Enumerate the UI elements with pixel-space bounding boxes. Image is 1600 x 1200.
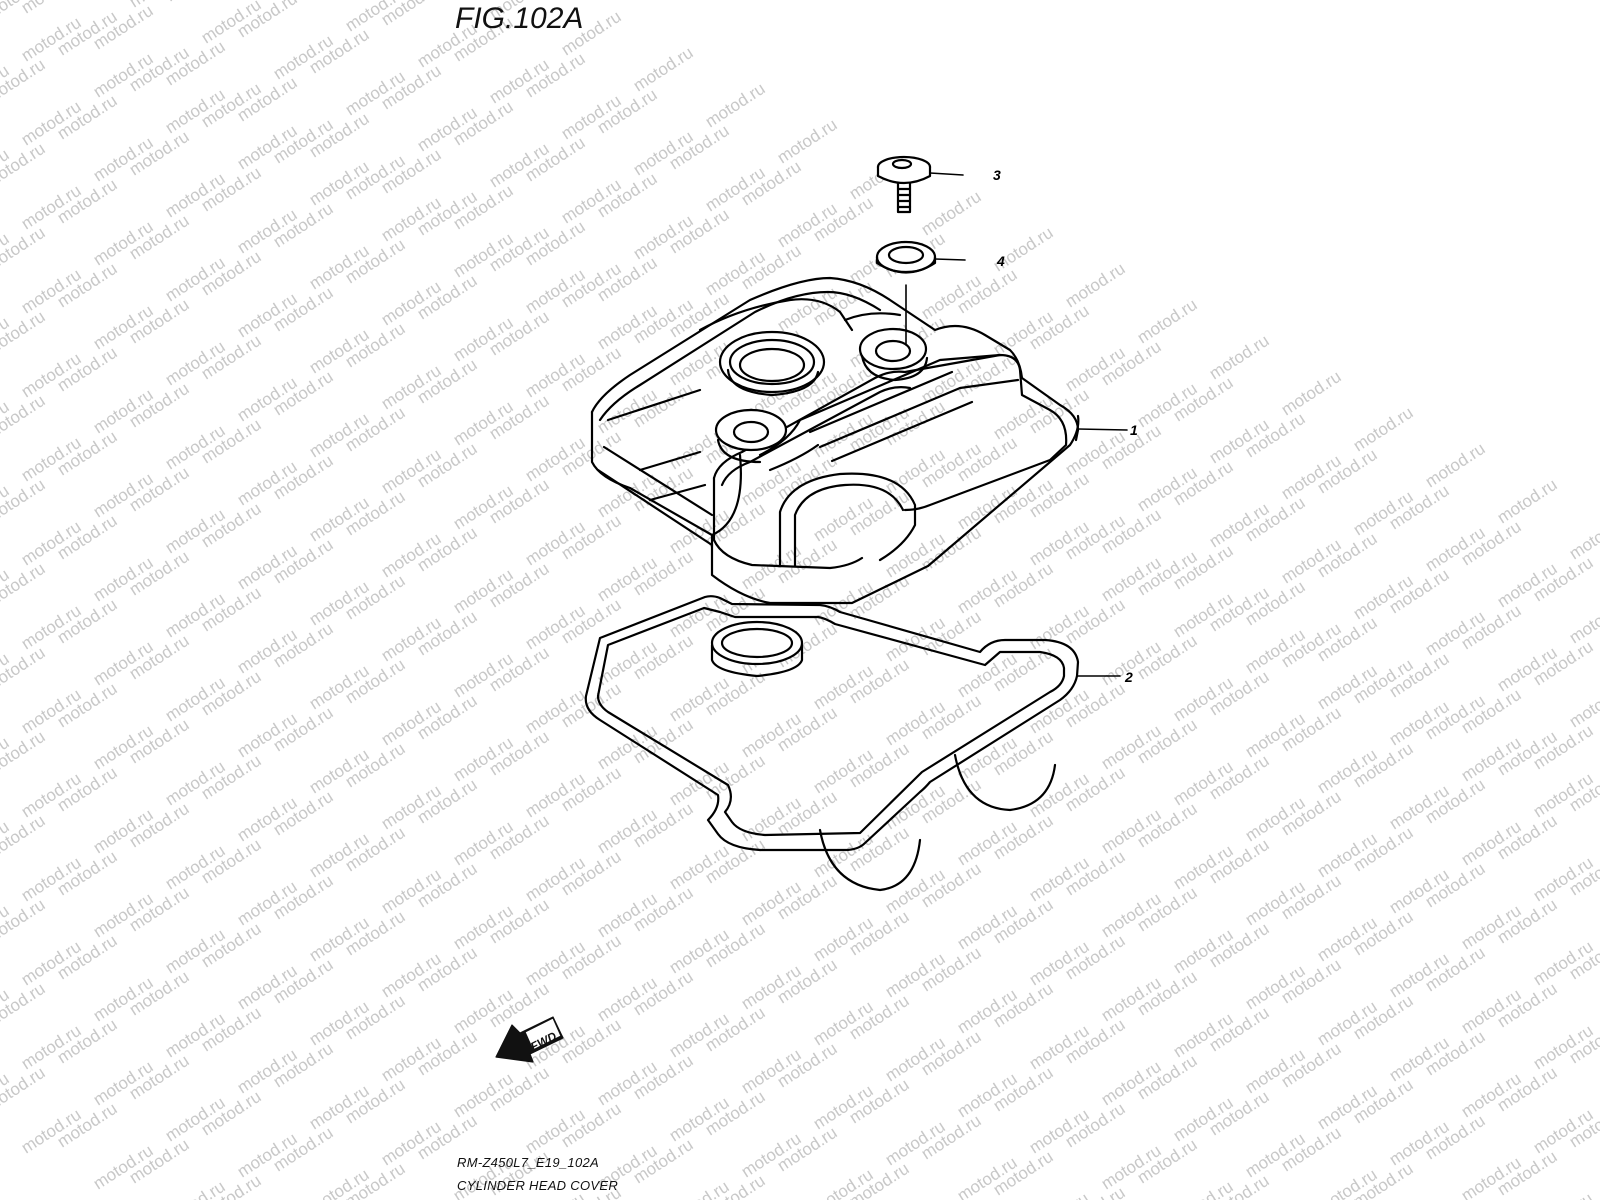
callout-labels: 3 4 1 2 — [993, 167, 1138, 685]
caption-name: CYLINDER HEAD COVER — [457, 1178, 619, 1193]
figure-title: FIG.102A — [455, 2, 584, 35]
callout-2-label: 2 — [1124, 669, 1133, 685]
fwd-arrow-icon: FWD — [495, 1016, 564, 1063]
gasket-part[interactable] — [584, 595, 1080, 892]
caption-code: RM-Z450L7_E19_102A — [457, 1155, 599, 1170]
washer-part[interactable] — [875, 240, 937, 274]
bolt-part[interactable] — [876, 155, 932, 214]
callout-4-label: 4 — [996, 253, 1005, 269]
leader-lines — [905, 172, 1128, 677]
cylinder-head-cover-part[interactable] — [590, 276, 1080, 605]
callout-3-label: 3 — [993, 167, 1001, 183]
callout-1-label: 1 — [1130, 422, 1138, 438]
